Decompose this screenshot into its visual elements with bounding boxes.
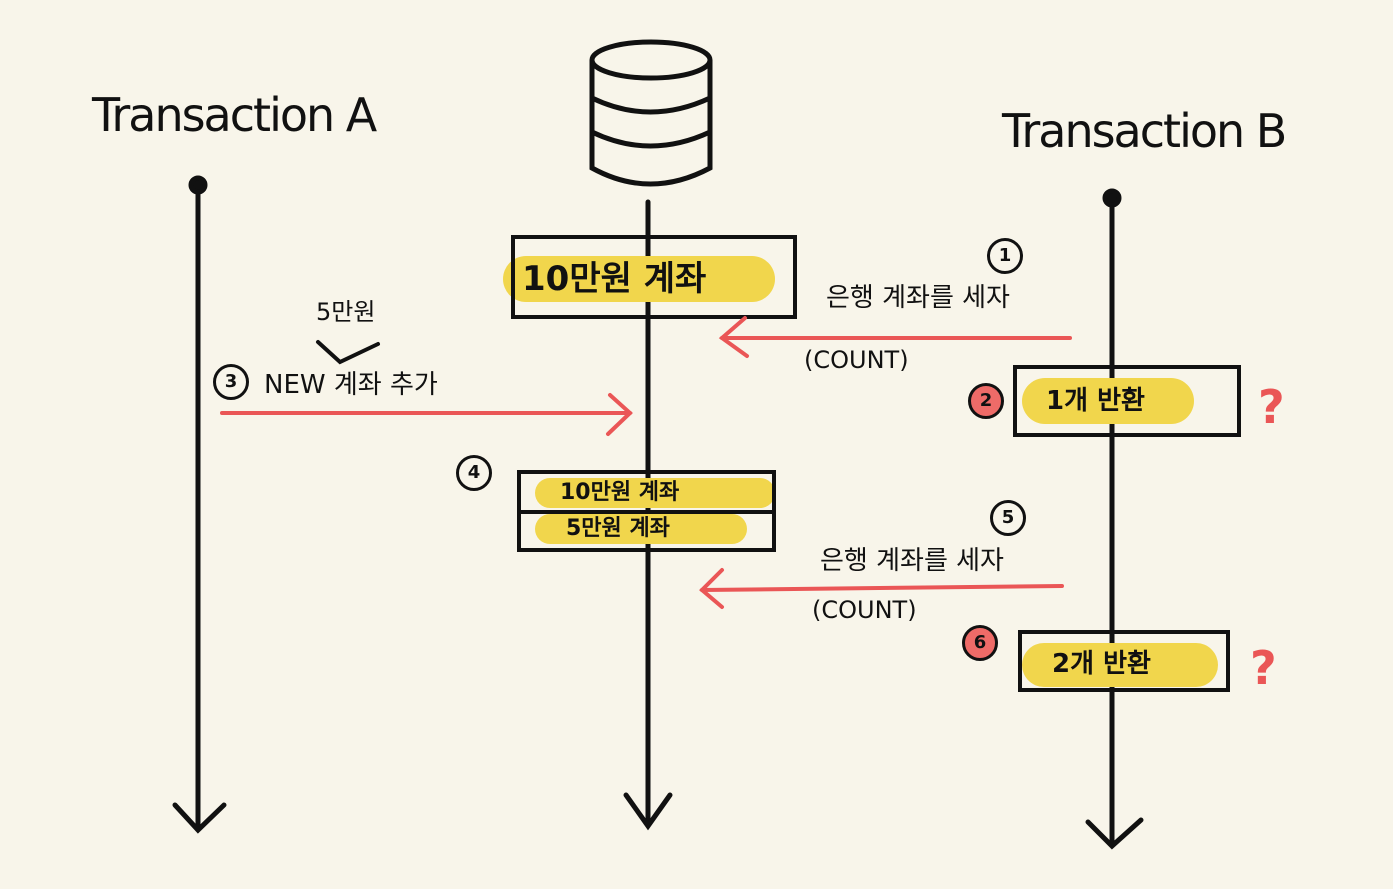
arrow-step-3	[220, 393, 633, 436]
step-1-text: 은행 계좌를 세자	[826, 283, 1010, 313]
db-state-2-row-1: 10만원 계좌	[560, 480, 680, 505]
database-icon	[589, 39, 713, 187]
step-3-text: NEW 계좌 추가	[264, 370, 438, 400]
step-6-badge: 6	[962, 625, 998, 661]
annotation-caret	[316, 340, 380, 365]
step-5-count: (COUNT)	[812, 596, 917, 624]
question-mark-step-6: ?	[1250, 641, 1277, 695]
db-state-1-text: 10만원 계좌	[522, 259, 707, 299]
db-state-box-1	[503, 235, 797, 319]
step-5-badge: 5	[990, 500, 1026, 536]
step-3-annotation: 5만원	[316, 298, 376, 326]
lifeline-transaction-a	[172, 175, 227, 834]
step-2-badge: 2	[968, 383, 1004, 419]
arrow-step-1	[718, 316, 1072, 358]
transaction-b-title: Transaction B	[1002, 104, 1287, 158]
db-state-box-2	[517, 470, 776, 552]
db-state-2-row-2: 5만원 계좌	[566, 516, 670, 541]
result-box-step-6	[1018, 630, 1230, 692]
step-4-badge: 4	[456, 455, 492, 491]
arrow-step-5	[699, 568, 1064, 609]
step-2-text: 1개 반환	[1046, 386, 1145, 416]
step-1-count: (COUNT)	[804, 346, 909, 374]
question-mark-step-2: ?	[1258, 380, 1285, 434]
lifeline-transaction-b	[1085, 188, 1144, 850]
step-5-text: 은행 계좌를 세자	[820, 546, 1004, 576]
result-box-step-2	[1013, 365, 1241, 437]
step-1-badge: 1	[987, 238, 1023, 274]
step-6-text: 2개 반환	[1052, 649, 1151, 679]
transaction-a-title: Transaction A	[92, 88, 377, 142]
step-3-badge: 3	[213, 364, 249, 400]
